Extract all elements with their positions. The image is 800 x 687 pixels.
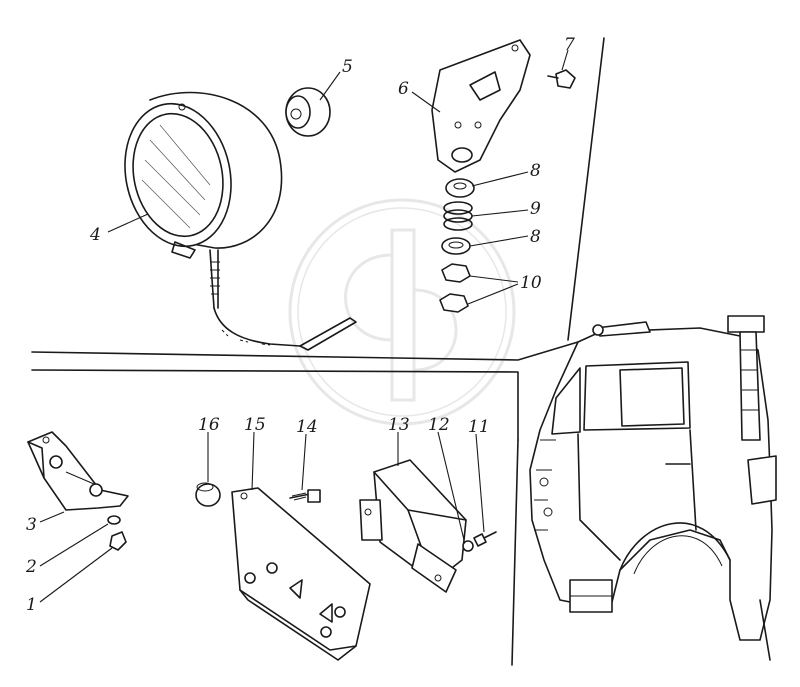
bolt-11 <box>473 531 497 547</box>
label-part-2: 2 <box>25 557 37 577</box>
part-labels: 4 5 6 7 8 9 8 10 3 2 1 16 15 14 13 12 11 <box>25 35 575 615</box>
label-part-7: 7 <box>564 35 575 55</box>
truck-cab <box>529 315 777 661</box>
label-part-14: 14 <box>296 417 318 437</box>
grommet <box>285 87 331 137</box>
label-part-8-bottom: 8 <box>530 227 541 247</box>
nut-10-top <box>441 263 471 283</box>
label-part-5: 5 <box>342 57 353 77</box>
washer-2 <box>107 515 121 525</box>
label-part-12: 12 <box>428 415 450 435</box>
washer-12 <box>462 540 474 552</box>
screw-1 <box>109 531 127 551</box>
nut-10-bottom <box>439 293 469 313</box>
label-part-8-top: 8 <box>530 161 541 181</box>
bolt-7 <box>547 69 576 89</box>
mounting-plate-15 <box>231 487 371 661</box>
label-part-13: 13 <box>388 415 410 435</box>
mounting-bracket <box>431 39 531 173</box>
switch-assembly <box>27 431 129 511</box>
relay-box-13 <box>359 459 467 593</box>
washer-8-top <box>445 178 475 198</box>
leader-lines <box>39 49 569 603</box>
label-part-11: 11 <box>468 417 490 437</box>
washer-8-bottom <box>441 237 471 255</box>
label-part-9: 9 <box>530 199 541 219</box>
label-part-6: 6 <box>398 79 409 99</box>
label-part-1: 1 <box>26 595 37 615</box>
label-part-15: 15 <box>244 415 266 435</box>
label-part-16: 16 <box>198 415 220 435</box>
bolt-14 <box>289 489 321 503</box>
label-part-10: 10 <box>520 273 542 293</box>
headlamp <box>124 91 357 351</box>
panel-boundary-lines <box>31 37 605 666</box>
watermark-logo <box>288 198 516 426</box>
cap-16 <box>195 482 221 507</box>
label-part-3: 3 <box>26 515 37 535</box>
label-part-4: 4 <box>89 225 101 245</box>
